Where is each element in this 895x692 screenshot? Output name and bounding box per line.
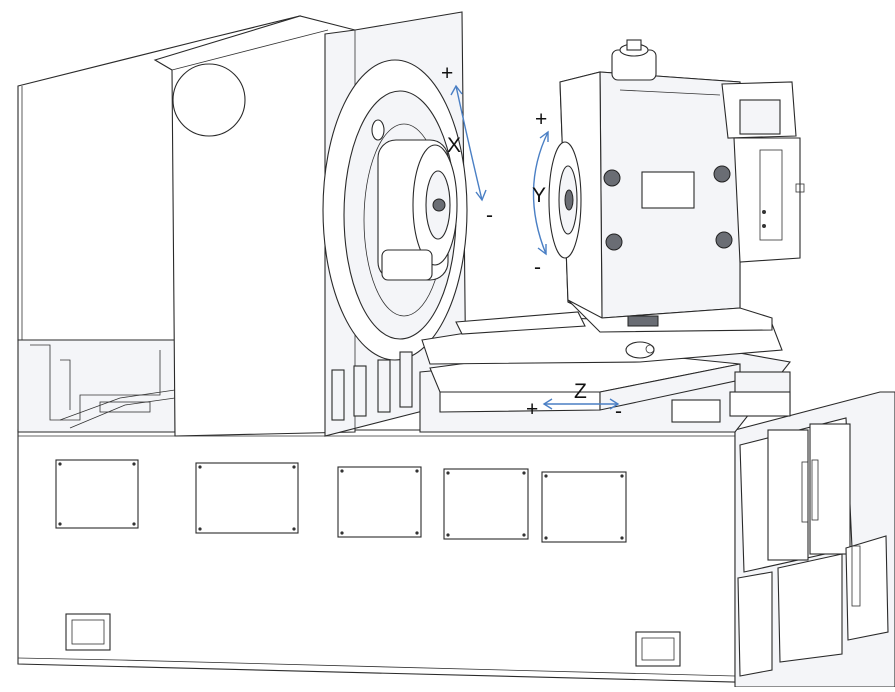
machine-base <box>17 429 736 683</box>
z-axis-arrowhead-right <box>609 398 620 410</box>
housing-port-circle <box>172 63 246 137</box>
z-axis-minus: - <box>615 400 622 423</box>
spindle-housing <box>17 11 468 437</box>
bed-rails <box>59 389 176 429</box>
column-knob <box>603 165 733 251</box>
x-axis-arrowhead-top <box>450 84 463 96</box>
x-axis-minus: - <box>486 204 493 227</box>
spindle-nose <box>371 119 458 281</box>
actuator-box <box>721 81 805 263</box>
tailstock-column <box>548 39 773 333</box>
x-axis-name: X <box>447 134 461 157</box>
base-panel <box>55 459 627 543</box>
z-axis-arrowhead-left <box>542 398 553 410</box>
base-foot <box>635 631 681 667</box>
z-axis-name: Z <box>574 380 587 403</box>
y-axis-plus: + <box>535 108 547 131</box>
y-axis-arrowhead-bottom <box>537 244 547 256</box>
y-axis-minus: - <box>534 256 541 279</box>
y-axis-arrowhead-top <box>539 130 549 142</box>
x-axis-arrow <box>455 85 483 201</box>
side-cabinet <box>734 391 895 688</box>
y-axis-name: Y <box>532 184 546 207</box>
x-axis-arrowhead-bottom <box>475 189 487 202</box>
z-axis-plus: + <box>526 398 538 421</box>
base-foot <box>65 613 111 651</box>
x-axis-plus: + <box>441 62 453 85</box>
axis-annotations: + X - + Y - + Z - <box>441 62 622 423</box>
y-axis-arrow <box>532 131 549 255</box>
inspection-window <box>641 171 695 209</box>
